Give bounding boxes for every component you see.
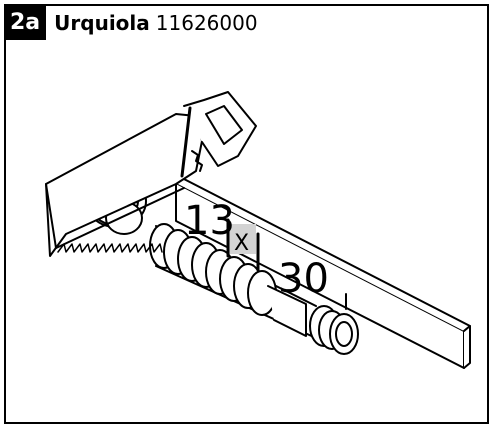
step-number-badge: 2a — [6, 6, 47, 40]
ruler-mark-13: 13 — [184, 198, 235, 244]
ruler-mark-30: 30 — [278, 256, 329, 302]
step-header: 2a Urquiola 11626000 — [6, 6, 258, 40]
product-name: Urquiola — [54, 11, 150, 35]
hose-rings — [149, 223, 317, 339]
cut-hose-illustration: 13 X 30 — [45, 91, 471, 369]
instruction-frame: 13 X 30 2a Urquiola 11626000 — [4, 4, 489, 424]
hacksaw — [45, 91, 257, 257]
product-code: 11626000 — [155, 11, 258, 35]
ruler-mark-x: X — [234, 231, 249, 256]
hose-nut — [309, 305, 359, 355]
